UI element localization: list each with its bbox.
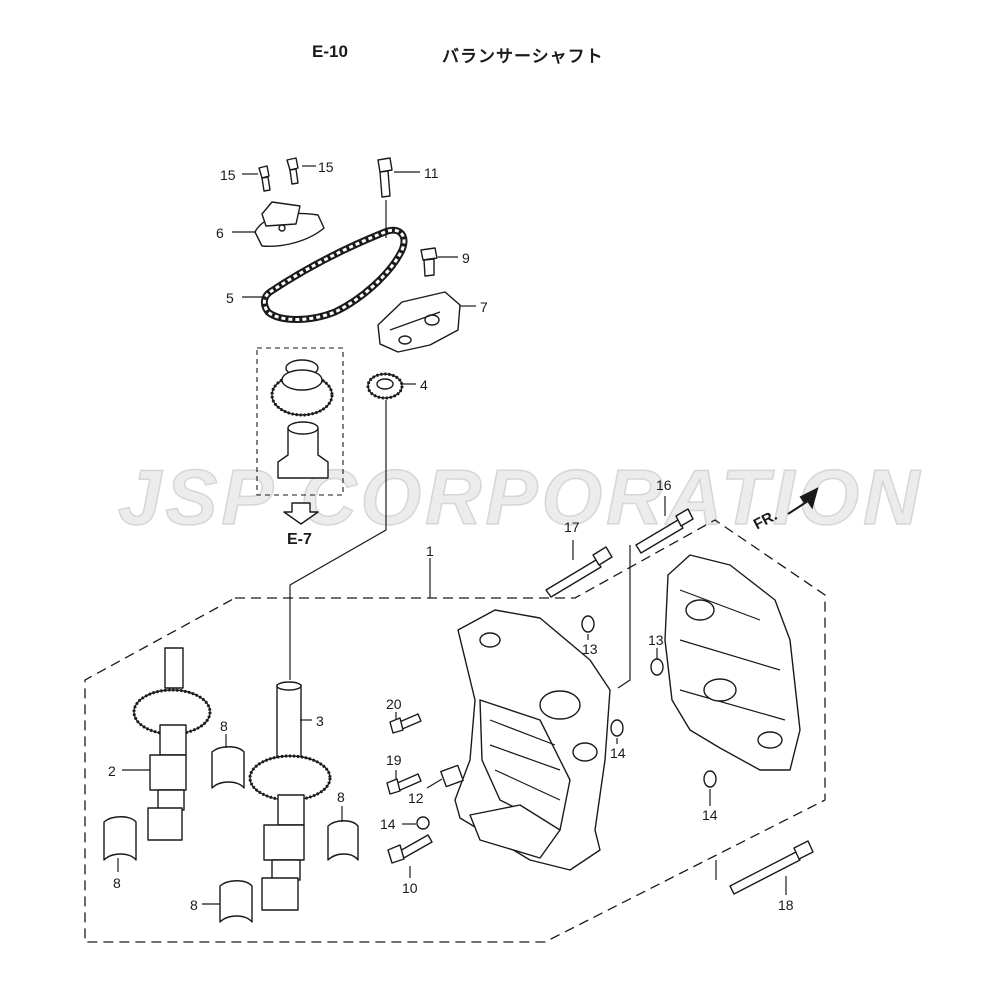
bolt-20 — [389, 713, 422, 734]
reference-arrow-icon — [283, 502, 319, 525]
leader-collar-line — [426, 778, 443, 789]
timing-chain — [260, 226, 408, 323]
flange-bolt-15a — [258, 165, 271, 192]
front-direction-arrow-icon — [787, 487, 819, 515]
callout-20: 20 — [386, 696, 402, 712]
callout-15b: 15 — [318, 159, 334, 175]
bolt-10 — [387, 834, 433, 864]
assembly-boundary — [84, 519, 826, 943]
callout-4: 4 — [420, 377, 428, 393]
callout-19: 19 — [386, 752, 402, 768]
bearing-8c — [327, 820, 359, 861]
collar-12 — [440, 764, 464, 788]
flange-bolt-15b — [286, 157, 299, 185]
callout-5: 5 — [226, 290, 234, 306]
leader-bolt-16-line — [617, 545, 631, 689]
reference-hub — [277, 421, 329, 479]
dowel-13b — [650, 658, 664, 676]
balancer-shaft-2 — [132, 647, 212, 841]
callout-8d: 8 — [190, 897, 198, 913]
callout-14a: 14 — [610, 745, 626, 761]
diagram-title: バランサーシャフト — [442, 47, 604, 66]
callout-13a: 13 — [582, 641, 598, 657]
callout-18: 18 — [778, 897, 794, 913]
bearing-8a — [211, 746, 245, 789]
dowel-14c — [416, 816, 430, 830]
callout-3: 3 — [316, 713, 324, 729]
callout-16: 16 — [656, 477, 672, 493]
reference-gear — [270, 359, 334, 417]
bolt-9 — [420, 247, 438, 277]
callout-14b: 14 — [702, 807, 718, 823]
chain-guide — [254, 201, 325, 248]
balancer-housing — [454, 609, 611, 871]
bolt-11 — [377, 157, 393, 198]
callout-11: 11 — [424, 165, 439, 181]
dowel-14a — [610, 719, 624, 737]
bearing-8b — [103, 816, 137, 861]
leader-sprocket-line — [289, 400, 387, 680]
callout-7: 7 — [480, 299, 488, 315]
dowel-14b — [703, 770, 717, 788]
callout-8b: 8 — [113, 875, 121, 891]
callout-6: 6 — [216, 225, 224, 241]
sprocket-4 — [366, 372, 404, 400]
balancer-shaft-3 — [248, 681, 332, 911]
callout-2: 2 — [108, 763, 116, 779]
callout-14c: 14 — [380, 816, 396, 832]
leader-lines — [117, 165, 787, 905]
callout-8a: 8 — [220, 718, 228, 734]
diagram-code: E-10 — [312, 42, 348, 61]
bolt-16 — [635, 508, 694, 554]
callout-15a: 15 — [220, 167, 236, 183]
callout-8c: 8 — [337, 789, 345, 805]
callout-17: 17 — [564, 519, 580, 535]
bolt-18 — [729, 840, 814, 895]
callout-12: 12 — [408, 790, 424, 806]
watermark-text: JSP CORPORATION — [118, 453, 923, 541]
callout-13b: 13 — [648, 632, 664, 648]
balancer-housing-rear — [664, 554, 801, 771]
callout-1: 1 — [426, 543, 434, 559]
reference-label: E-7 — [287, 531, 312, 548]
callout-9: 9 — [462, 250, 470, 266]
bearing-8d — [219, 880, 253, 923]
bolt-17 — [545, 546, 613, 598]
callout-10: 10 — [402, 880, 418, 896]
dowel-13a — [581, 615, 595, 633]
chain-tensioner — [377, 291, 461, 353]
bolt-19 — [386, 773, 422, 795]
